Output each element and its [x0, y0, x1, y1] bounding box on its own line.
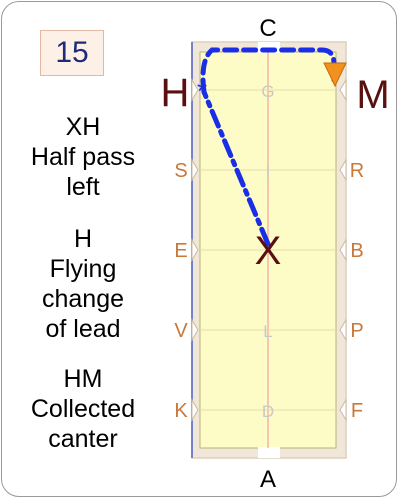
movement-2: H Flying change of lead: [8, 224, 158, 344]
test-number: 15: [55, 36, 89, 69]
movement-1-line-2: Half pass: [30, 143, 136, 171]
movement-1-line-1: XH: [65, 113, 101, 141]
arena-letter-a: A: [260, 466, 276, 493]
arena-letter-l: L: [263, 322, 272, 341]
movement-1-line-3: left: [66, 173, 100, 201]
arena-letter-p: P: [350, 320, 363, 342]
movement-3: HM Collected canter: [8, 364, 158, 454]
movement-2-line-3: change: [41, 285, 125, 313]
route-collected-canter: [200, 47, 337, 95]
highlight-letter-m: M: [356, 73, 389, 117]
arena-letter-r: R: [350, 160, 364, 182]
arena-letter-g: G: [261, 82, 274, 101]
entrance-gap-a: [258, 447, 280, 458]
movement-2-line-1: H: [73, 225, 93, 253]
arena-letter-s: S: [174, 160, 187, 182]
movement-3-line-3: canter: [48, 425, 118, 453]
route-half-pass: [201, 89, 271, 247]
arena-letter-b: B: [350, 240, 363, 262]
end-arrow-icon: [323, 62, 347, 88]
arena-letter-e: E: [174, 240, 187, 262]
movement-1: XH Half pass left: [8, 112, 158, 202]
arena-letter-v: V: [174, 320, 188, 342]
right-marker-notches: [339, 78, 347, 422]
flying-change-star-icon: *: [197, 76, 207, 106]
arena-letter-f: F: [351, 400, 363, 422]
arena-letter-k: K: [174, 400, 188, 422]
quarter-lines: [200, 89, 336, 411]
movement-2-line-2: Flying: [49, 255, 117, 283]
movement-2-line-4: of lead: [45, 315, 121, 343]
arena-letter-c: C: [259, 15, 276, 42]
test-number-badge: 15: [40, 30, 104, 76]
arena-letter-d: D: [262, 402, 274, 421]
left-marker-notches: [191, 78, 199, 422]
highlight-letter-x: X: [255, 229, 282, 273]
arena-letter-i: I: [266, 162, 271, 181]
highlight-letter-h: H: [161, 71, 190, 115]
movement-3-line-1: HM: [63, 365, 103, 393]
movement-3-line-2: Collected: [30, 395, 136, 423]
